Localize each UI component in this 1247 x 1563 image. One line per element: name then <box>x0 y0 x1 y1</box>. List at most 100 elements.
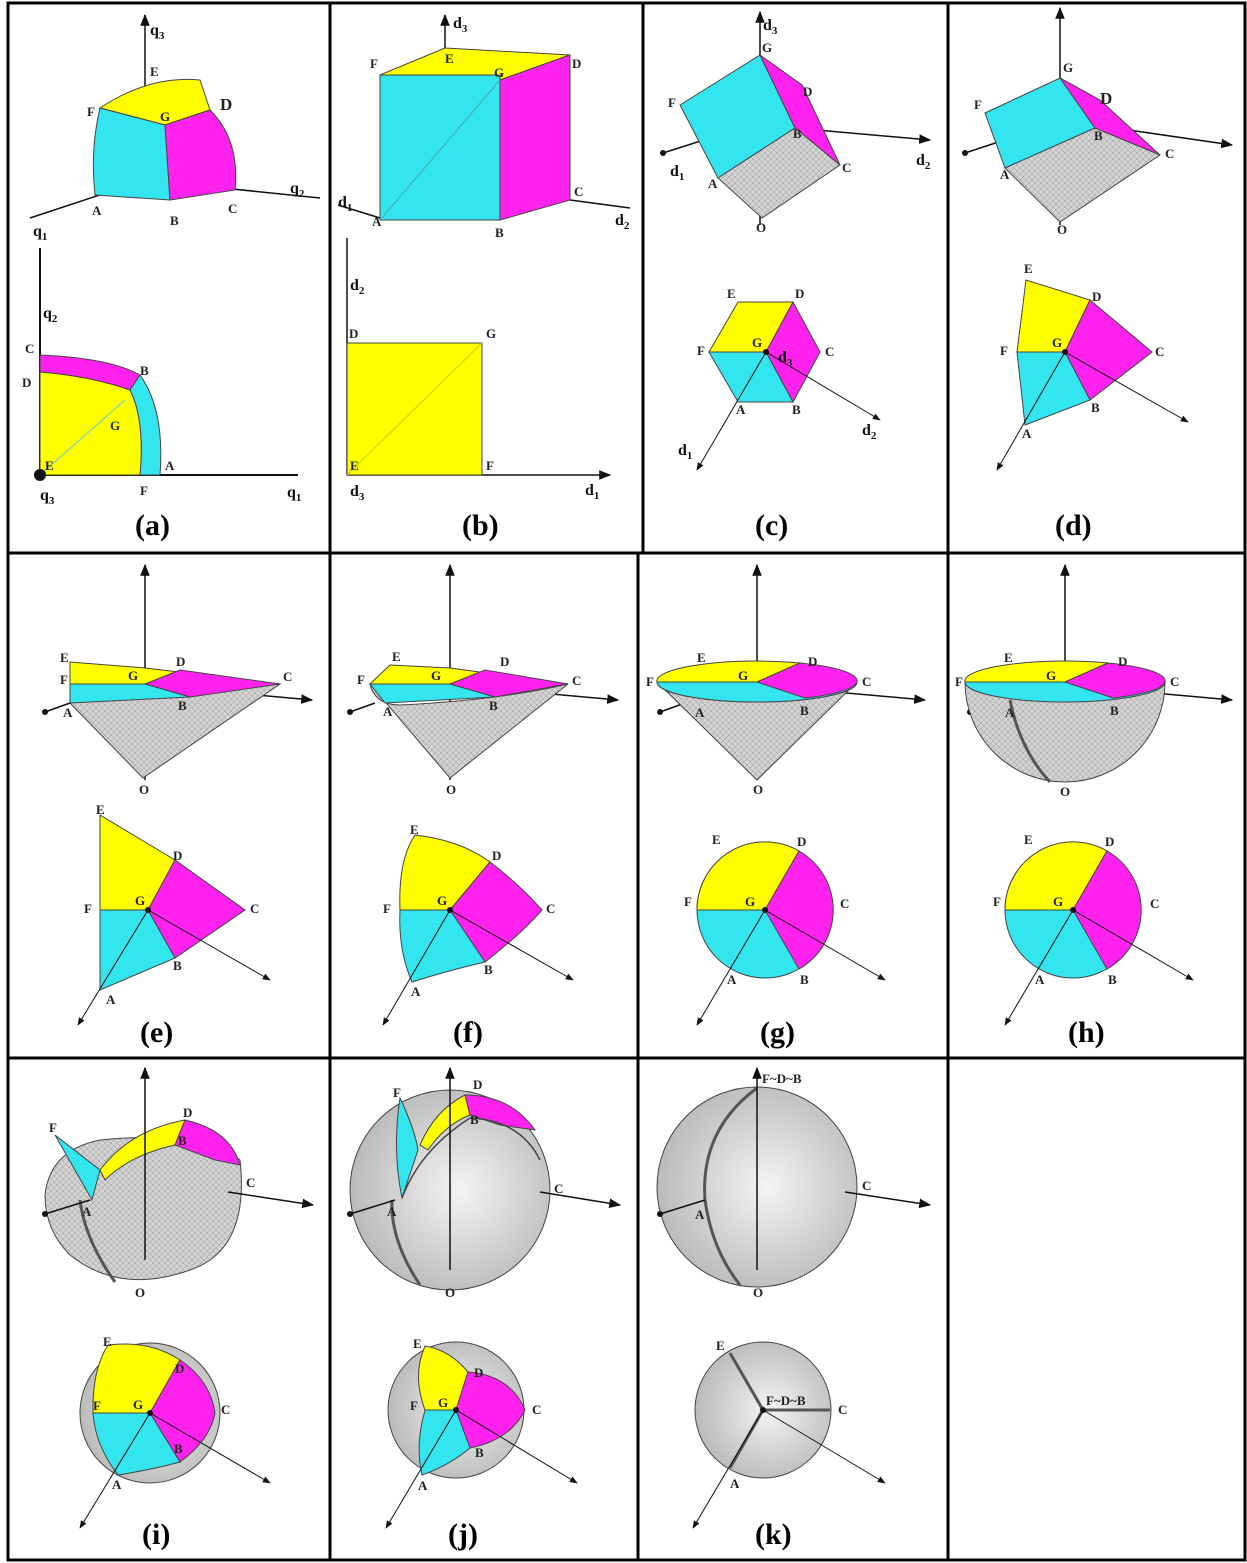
point-label-E: E <box>392 649 401 664</box>
i2d-yellow <box>92 1343 181 1414</box>
point-label-A: A <box>387 1204 397 1219</box>
point-label-F-2d: F <box>84 901 92 916</box>
magenta-petal <box>174 1119 241 1166</box>
cyan-front <box>379 74 501 221</box>
point-label-C-2d: C <box>838 1402 847 1417</box>
magenta-petal <box>464 1094 537 1131</box>
panel-label-i: (i) <box>142 1518 170 1551</box>
axis-label-q1: q1 <box>33 223 47 243</box>
point-label-B: B <box>470 1112 479 1127</box>
point-label-F-2d: F <box>684 894 692 909</box>
point-label-A-2d: A <box>165 458 175 473</box>
point-label-E: E <box>697 650 706 665</box>
point-label-F-2d: F <box>383 901 391 916</box>
panel-i: F D B C A O E D F G C B A (i) <box>42 1066 315 1551</box>
point-label-B: B <box>793 126 802 141</box>
axis-label-d3-2d: d3 <box>778 349 793 369</box>
point-label-E-2d: E <box>410 822 419 837</box>
point-label-A: A <box>63 705 73 720</box>
point-label-O: O <box>1060 784 1070 799</box>
panel-label-k: (k) <box>755 1518 792 1551</box>
cyan-top <box>368 683 496 704</box>
point-label-A-2d: A <box>1035 972 1045 987</box>
point-label-FDB-2d: F~D~B <box>766 1393 806 1408</box>
gray-face <box>717 127 841 219</box>
point-label-F: F <box>955 674 963 689</box>
point-label-C-2d: C <box>25 341 34 356</box>
point-label-F-2d: F <box>697 343 705 358</box>
point-label-D: D <box>500 654 509 669</box>
point-label-D: D <box>1100 89 1112 108</box>
cyan-top <box>69 683 191 704</box>
point-label-D: D <box>183 1105 192 1120</box>
axis-label-q1-2d: q1 <box>287 484 301 504</box>
point-label-C-2d: C <box>532 1402 541 1417</box>
magenta-top <box>755 662 858 699</box>
point-label-D-2d: D <box>1105 834 1114 849</box>
panel-label-h: (h) <box>1068 1016 1105 1049</box>
point-label-C: C <box>862 1178 871 1193</box>
point-label-E-2d: E <box>103 1334 112 1349</box>
point-label-B-2d: B <box>140 363 149 378</box>
point-label-G: G <box>431 668 441 683</box>
panel-e: E F D G C B A O E D F G C B A (e) <box>42 563 314 1049</box>
point-label-C: C <box>862 674 871 689</box>
panel-j: F D B C A O E D F G C B A (j) <box>347 1066 622 1551</box>
cyan-petal <box>54 1134 101 1202</box>
point-label-D: D <box>808 654 817 669</box>
point-label-C: C <box>554 1181 563 1196</box>
point-label-E: E <box>60 650 69 665</box>
point-label-A-2d: A <box>112 1477 122 1492</box>
j2d-magenta <box>455 1371 526 1449</box>
point-label-D-2d: D <box>173 848 182 863</box>
axis-label-d2: d2 <box>916 152 931 172</box>
point-label-E-2d: E <box>1024 261 1033 276</box>
gray-hemisphere <box>964 681 1166 783</box>
magenta-face <box>164 109 237 201</box>
axis-label-d3-2d: d3 <box>350 483 365 503</box>
point-label-A: A <box>1000 167 1010 182</box>
point-label-A: A <box>695 1207 705 1222</box>
yellow-face <box>98 78 211 126</box>
point-label-F: F <box>974 97 982 112</box>
f2d-yellow <box>399 834 491 911</box>
point-label-F: F <box>357 672 365 687</box>
point-label-D: D <box>176 654 185 669</box>
point-label-F-2d: F <box>140 483 148 498</box>
i2d-cyan <box>92 1412 181 1476</box>
yellow-top <box>656 660 802 683</box>
point-label-A: A <box>82 1204 92 1219</box>
point-label-G-2d: G <box>752 335 762 350</box>
point-label-D-2d: D <box>474 1365 483 1380</box>
point-label-D: D <box>572 56 581 71</box>
axis-label-q3: q3 <box>150 22 165 42</box>
point-label-E-2d: E <box>727 286 736 301</box>
axis-label-d3: d3 <box>763 17 778 37</box>
point-label-B: B <box>1110 703 1119 718</box>
point-label-C: C <box>842 160 851 175</box>
panel-d: G F D B C A O E D F G C B A (d) <box>962 6 1234 542</box>
panel-label-j: (j) <box>448 1518 478 1551</box>
panel-label-a: (a) <box>135 509 170 542</box>
point-label-A-2d: A <box>736 402 746 417</box>
point-label-C-2d: C <box>546 901 555 916</box>
point-label-D: D <box>803 84 812 99</box>
point-label-A-2d: A <box>730 1476 740 1491</box>
f2d-magenta <box>449 861 543 963</box>
axis-label-d1: d1 <box>670 163 684 183</box>
point-label-B-2d: B <box>174 1441 183 1456</box>
point-label-B-2d: B <box>475 1445 484 1460</box>
j2d-cyan <box>418 1409 471 1476</box>
point-label-C: C <box>572 673 581 688</box>
point-label-A: A <box>92 203 102 218</box>
point-label-G-2d: G <box>1053 894 1063 909</box>
point-label-F: F <box>646 674 654 689</box>
point-label-G-2d: G <box>745 894 755 909</box>
panel-h: E F D G C B A O E D F G C B A (h) <box>955 563 1234 1049</box>
point-label-B-2d: B <box>484 962 493 977</box>
axis-label-q2: q2 <box>290 180 305 200</box>
point-label-E-2d: E <box>712 832 721 847</box>
point-label-E: E <box>445 51 454 66</box>
point-label-A: A <box>695 705 705 720</box>
point-label-D-2d: D <box>795 286 804 301</box>
